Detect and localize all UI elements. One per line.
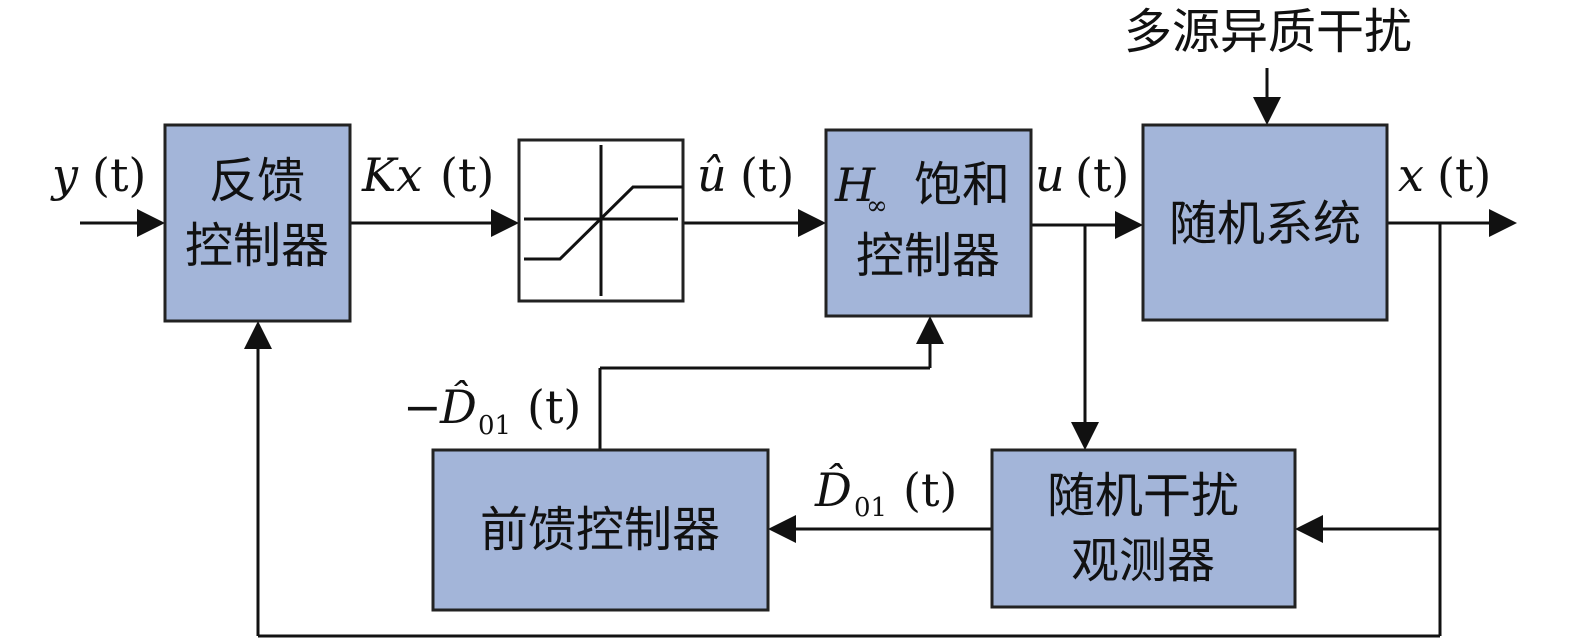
block-label: 控制器 <box>856 228 1000 284</box>
arrow-head <box>1115 211 1143 239</box>
svg-text:D̂: D̂ <box>814 463 852 517</box>
disturbance-label: 多源异质干扰 <box>1124 4 1412 60</box>
svg-text:D̂: D̂ <box>439 380 477 434</box>
svg-text:−: − <box>403 380 442 434</box>
feedforward-controller-block: 前馈控制器 <box>431 448 770 612</box>
svg-text:Kx: Kx <box>361 148 422 202</box>
block-label: 前馈控制器 <box>480 502 720 558</box>
state-label: x (t) <box>1398 148 1491 202</box>
arrow-head <box>798 209 826 237</box>
arrow-head <box>1071 422 1099 450</box>
reference-label: y (t) <box>50 148 146 202</box>
svg-text:(t): (t) <box>1437 148 1491 202</box>
arrow-head <box>1489 209 1517 237</box>
stochastic-system-block: 随机系统 <box>1141 123 1389 322</box>
svg-text:01: 01 <box>854 493 887 523</box>
saturation-block <box>517 138 685 303</box>
block-label: 饱和 <box>914 157 1010 213</box>
saturation-curve <box>524 185 683 261</box>
svg-text:u: u <box>1035 148 1065 202</box>
block-label: 随机系统 <box>1169 196 1361 252</box>
dhat-label: D̂ 01 (t) <box>814 463 957 523</box>
svg-text:(t): (t) <box>740 148 794 202</box>
svg-text:(t): (t) <box>440 148 494 202</box>
arrow-head <box>491 209 519 237</box>
saturation-controller-block: H ∞ 饱和 控制器 <box>824 128 1033 318</box>
arrow-head <box>137 209 165 237</box>
h-inf-subscript: ∞ <box>866 191 888 221</box>
block-label: 随机干扰 <box>1047 468 1239 524</box>
arrow-head <box>916 316 944 344</box>
feedback-controller-block: 反馈 控制器 <box>163 123 352 323</box>
neg-dhat-label: − D̂ 01 (t) <box>403 380 581 441</box>
block-label: 观测器 <box>1071 533 1215 589</box>
svg-text:(t): (t) <box>1075 148 1129 202</box>
svg-text:(t): (t) <box>92 148 146 202</box>
uhat-label: û (t) <box>697 148 794 202</box>
svg-text:(t): (t) <box>903 463 957 517</box>
arrow-head <box>1295 515 1323 543</box>
svg-text:01: 01 <box>478 411 511 441</box>
svg-text:û: û <box>697 148 727 202</box>
arrow-head <box>244 321 272 349</box>
svg-text:(t): (t) <box>527 380 581 434</box>
h-inf-symbol: H <box>834 158 876 212</box>
kx-label: Kx (t) <box>361 148 494 202</box>
arrow-head <box>1253 97 1281 125</box>
u-label: u (t) <box>1035 148 1129 202</box>
disturbance-observer-block: 随机干扰 观测器 <box>990 448 1297 609</box>
svg-text:x: x <box>1398 148 1424 202</box>
arrow-head <box>768 515 796 543</box>
svg-text:y: y <box>50 148 79 202</box>
block-label: 控制器 <box>185 218 329 274</box>
block-label: 反馈 <box>209 153 305 209</box>
